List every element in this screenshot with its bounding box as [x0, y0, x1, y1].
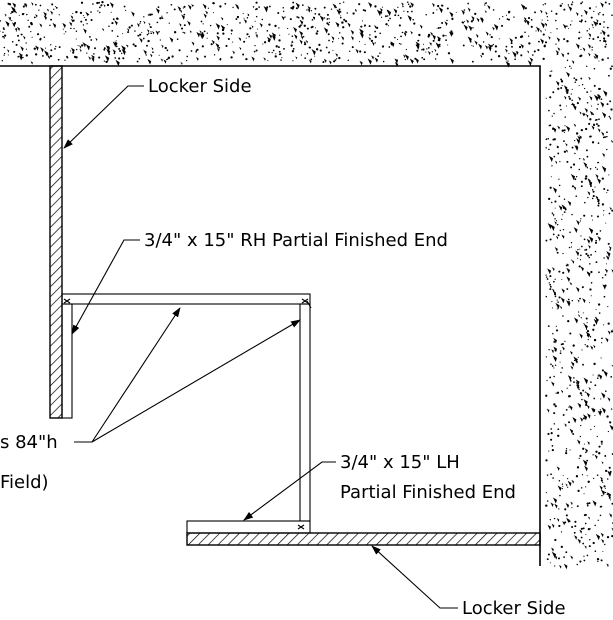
locker-side-panel-left	[49, 65, 63, 419]
leader-rh-end	[71, 239, 140, 335]
label-rh-end: 3/4" x 15" RH Partial Finished End	[144, 230, 448, 251]
label-height-line1: s 84"h	[0, 432, 58, 453]
vertical-support-panel	[299, 303, 311, 522]
locker-side-panel-bottom	[186, 532, 541, 546]
leader-lh-end	[243, 461, 336, 521]
label-height-line2: Field)	[0, 472, 49, 493]
rh-partial-end-panel	[61, 303, 73, 419]
top-bench	[61, 293, 311, 305]
fastener-marks	[63, 298, 312, 530]
leader-height	[74, 307, 301, 443]
label-lh-end-line1: 3/4" x 15" LH	[340, 452, 460, 473]
room-outline	[0, 65, 541, 566]
label-lh-end-line2: Partial Finished End	[340, 482, 516, 503]
label-locker-side-bottom: Locker Side	[462, 598, 566, 619]
label-locker-side-top: Locker Side	[148, 76, 252, 97]
wall-top	[0, 0, 613, 68]
leader-locker-side-bottom	[371, 545, 458, 609]
wall-right	[540, 65, 613, 570]
lh-partial-end-panel	[186, 520, 311, 534]
leader-locker-side-top	[63, 85, 144, 149]
